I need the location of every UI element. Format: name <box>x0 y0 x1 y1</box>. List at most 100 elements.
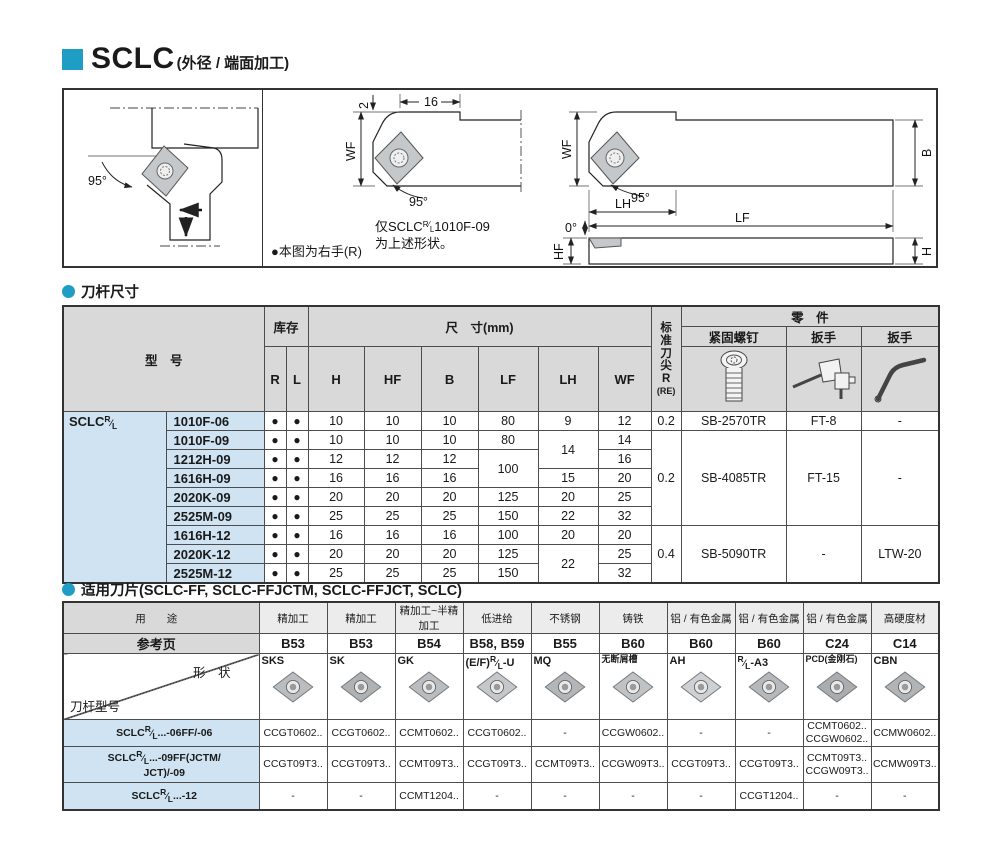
dim-lf: 150 <box>477 563 539 584</box>
dim-lh: 14 <box>537 430 599 469</box>
header-dim-lh: LH <box>537 346 599 412</box>
mid-note-line2: 为上述形状。 <box>375 236 453 251</box>
insert-cell: - <box>530 718 600 748</box>
model-number: 1616H-09 <box>165 468 265 488</box>
insert-row: SCLCR⁄L...-12 - - CCMT1204.. - - - - CCG… <box>62 782 940 811</box>
insert-cell: - <box>326 782 396 811</box>
page-cell: C24 <box>802 633 872 654</box>
title-square-icon <box>62 48 83 70</box>
grade-cell: SK <box>326 653 396 720</box>
grade-cell: PCD(金刚石) <box>802 653 872 720</box>
model-number: 2020K-12 <box>165 544 265 564</box>
wrench2-part: LTW-20 <box>860 525 940 584</box>
insert-cell: CCGT0602.. <box>258 718 328 748</box>
insert-cell: - <box>734 718 804 748</box>
table-row: 2525M-12 ● ● 25 25 25 150 32 <box>63 563 939 584</box>
torx-wrench-icon-cell <box>785 346 862 412</box>
insert-row: SCLCR⁄L...-06FF/-06 CCGT0602.. CCGT0602.… <box>62 718 940 748</box>
table-row: SCLCR⁄L 1010F-06 ● ● 10 10 10 80 9 12 0.… <box>62 411 940 584</box>
header-dim-hf: HF <box>363 346 422 412</box>
use-row: 用 途 精加工 精加工 精加工~半精加工 低进给 不锈钢 铸铁 铝 / 有色金属… <box>62 601 940 634</box>
holder-model-pattern: SCLCR⁄L...-06FF/-06 <box>62 718 260 748</box>
insert-cell: CCMT09T3.. CCGW09T3.. <box>802 746 872 784</box>
model-number: 1010F-06 <box>165 411 265 431</box>
stock-r-dot: ● <box>263 563 287 584</box>
model-number: 2020K-09 <box>165 487 265 507</box>
dim-wf: 32 <box>597 563 652 584</box>
insert-photo-icon <box>544 671 586 703</box>
dim-wf: 25 <box>597 487 652 507</box>
header-parts: 零 件 <box>680 305 940 327</box>
insert-cell: CCGT09T3.. <box>258 746 328 784</box>
page-title-suffix: (外径 / 端面加工) <box>176 54 290 72</box>
insert-cell: CCGT0602.. <box>326 718 396 748</box>
header-model: 型 号 <box>62 305 265 412</box>
dim-hf: 25 <box>363 506 422 526</box>
dim-label-0deg: 0° <box>565 221 577 235</box>
dim-lf: 100 <box>477 449 539 488</box>
dim-hf: 10 <box>363 411 422 431</box>
insert-cell: CCMT0602.. CCGW0602.. <box>802 718 872 748</box>
dim-b: 10 <box>420 411 479 431</box>
insert-cell: CCGT09T3.. <box>326 746 396 784</box>
insert-cell: - <box>666 718 736 748</box>
page-title-text: SCLC <box>91 42 175 75</box>
insert-photo-icon <box>408 671 450 703</box>
header-stock-l: L <box>285 346 309 412</box>
dim-label-95deg-right: 95° <box>631 191 650 205</box>
insert-cell: CCGT09T3.. <box>734 746 804 784</box>
dim-lf: 125 <box>477 487 539 507</box>
tool-dimension-diagram: 2 16 WF 95° 仅SCLCR⁄L1010F-09 为上述形状。 <box>344 94 934 265</box>
holder-model-pattern: SCLCR⁄L...-12 <box>62 782 260 811</box>
model-number: 2525M-12 <box>165 563 265 584</box>
stock-l-dot: ● <box>285 506 309 526</box>
dim-h: 20 <box>307 487 365 507</box>
screw-part: SB-4085TR <box>680 430 787 526</box>
header-clamp-screw: 紧固螺钉 <box>680 326 787 347</box>
stock-l-dot: ● <box>285 544 309 564</box>
dim-lh: 20 <box>537 487 599 507</box>
insert-cell: - <box>870 782 940 811</box>
insert-cell: CCGT1204.. <box>734 782 804 811</box>
grade-cell: AH <box>666 653 736 720</box>
dim-wf: 14 <box>597 430 652 450</box>
use-cell: 铝 / 有色金属 <box>666 601 736 634</box>
l-wrench-icon-cell <box>860 346 940 412</box>
insert-photo-icon <box>816 671 858 703</box>
page-cell: B60 <box>666 633 736 654</box>
dim-b: 10 <box>420 430 479 450</box>
wrench1-part: FT-8 <box>785 411 862 431</box>
dim-label-h: H <box>920 247 934 256</box>
corner-radius: 0.4 <box>650 525 682 584</box>
stock-r-dot: ● <box>263 506 287 526</box>
table-row: 1212H-09 ● ● 12 12 12 100 16 <box>63 449 939 488</box>
dim-lf: 150 <box>477 506 539 526</box>
holder-model-pattern: SCLCR⁄L...-09FF(JCTM/ JCT)/-09 <box>62 746 260 784</box>
insert-photo-icon <box>272 671 314 703</box>
page-cell: B60 <box>734 633 804 654</box>
stock-l-dot: ● <box>285 525 309 545</box>
insert-cell: CCMT1204.. <box>394 782 464 811</box>
applicable-inserts-table: 用 途 精加工 精加工 精加工~半精加工 低进给 不锈钢 铸铁 铝 / 有色金属… <box>62 601 940 812</box>
dim-label-lf: LF <box>735 211 750 225</box>
header-corner-radius: 标 准 刀 尖 R (RE) <box>650 305 682 412</box>
dim-label-hf: HF <box>552 243 566 260</box>
dim-h: 16 <box>307 525 365 545</box>
model-number: 2525M-09 <box>165 506 265 526</box>
section-title-applicable-inserts: 适用刀片(SCLC-FF, SCLC-FFJCTM, SCLC-FFJCT, S… <box>62 579 462 600</box>
dim-wf: 25 <box>597 544 652 564</box>
grade-cell: CBN <box>870 653 940 720</box>
insert-cell: CCMT0602.. <box>394 718 464 748</box>
insert-cell: CCMT09T3.. <box>394 746 464 784</box>
dim-b: 25 <box>420 506 479 526</box>
holder-dimensions-table: 型 号 库存 尺 寸(mm) 标 准 刀 尖 R (RE) 零 件 紧固螺钉 <box>62 305 941 584</box>
header-dim-lf: LF <box>477 346 539 412</box>
dim-b: 20 <box>420 487 479 507</box>
stock-l-dot: ● <box>285 563 309 584</box>
header-dim-h: H <box>307 346 365 412</box>
page-title: SCLC (外径 / 端面加工) <box>62 42 289 76</box>
insert-cell: CCGT09T3.. <box>462 746 532 784</box>
dim-wf: 20 <box>597 468 652 488</box>
dim-label-wf-right: WF <box>560 139 574 159</box>
dim-lf: 80 <box>477 411 539 431</box>
